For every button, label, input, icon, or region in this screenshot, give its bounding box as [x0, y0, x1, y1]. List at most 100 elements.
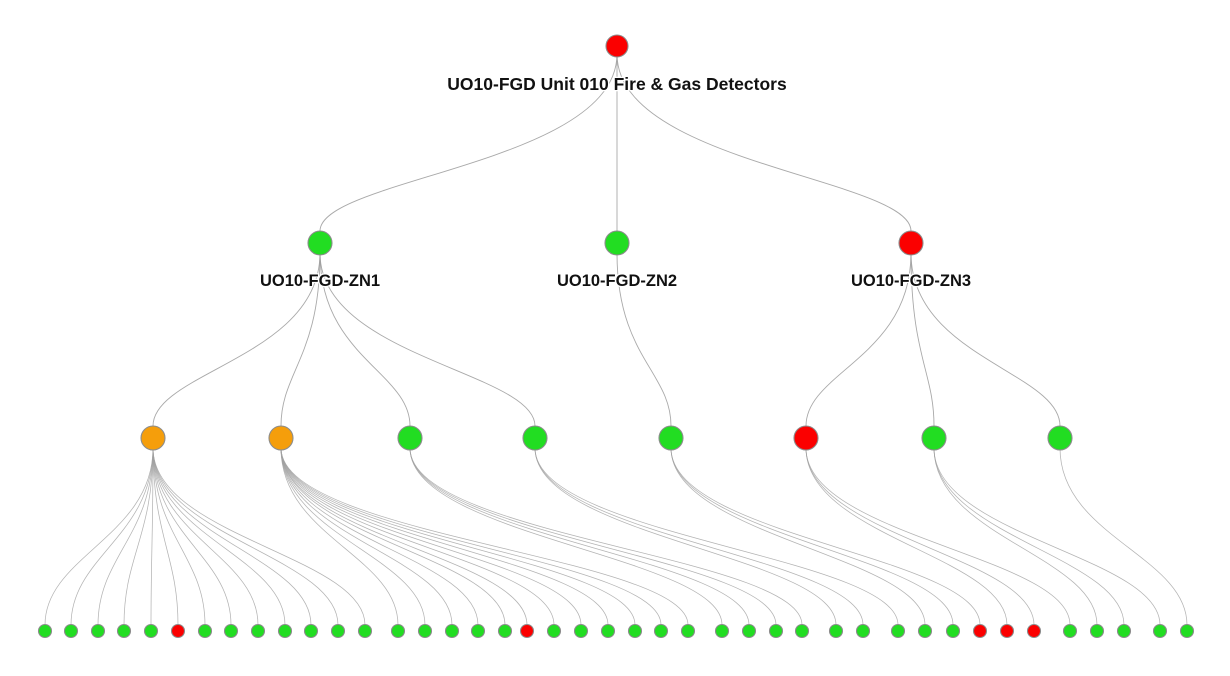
detector-node-29[interactable]: [794, 623, 810, 639]
graph-edge: [319, 252, 536, 427]
graph-edge: [280, 447, 689, 626]
zone-node-label-3: UO10-FGD-ZN3: [851, 272, 971, 290]
graph-edge: [616, 252, 672, 427]
detector-node-3[interactable]: [90, 623, 106, 639]
detector-node-7[interactable]: [197, 623, 213, 639]
graph-edge: [280, 447, 506, 626]
detector-node-26[interactable]: [714, 623, 730, 639]
group-node-5[interactable]: [658, 425, 684, 451]
graph-edge: [280, 447, 479, 626]
nodes-layer[interactable]: [37, 34, 1195, 639]
group-node-8[interactable]: [1047, 425, 1073, 451]
detector-node-23[interactable]: [627, 623, 643, 639]
graph-edge: [152, 447, 206, 626]
graph-edge: [933, 447, 1161, 626]
group-node-2[interactable]: [268, 425, 294, 451]
detector-node-34[interactable]: [945, 623, 961, 639]
graph-edge: [910, 252, 1061, 427]
edges-layer: [44, 53, 1188, 626]
graph-edge: [123, 447, 154, 626]
root-node-uo10-fgd[interactable]: [605, 34, 629, 58]
detector-node-5[interactable]: [143, 623, 159, 639]
detector-node-30[interactable]: [828, 623, 844, 639]
graph-edge: [280, 447, 582, 626]
detector-node-19[interactable]: [519, 623, 535, 639]
graph-edge: [534, 447, 837, 626]
detector-node-27[interactable]: [741, 623, 757, 639]
detector-node-31[interactable]: [855, 623, 871, 639]
graph-edge: [70, 447, 154, 626]
detector-node-16[interactable]: [444, 623, 460, 639]
detector-node-32[interactable]: [890, 623, 906, 639]
detector-node-13[interactable]: [357, 623, 373, 639]
graph-edge: [805, 447, 1035, 626]
graph-edge: [280, 447, 555, 626]
zone-node-label-2: UO10-FGD-ZN2: [557, 272, 677, 290]
graph-edge: [534, 447, 899, 626]
graph-edge: [280, 252, 321, 427]
group-node-1[interactable]: [140, 425, 166, 451]
graph-edge: [280, 447, 426, 626]
detector-node-4[interactable]: [116, 623, 132, 639]
graph-edge: [670, 447, 981, 626]
detector-node-28[interactable]: [768, 623, 784, 639]
zone-node-1[interactable]: [307, 230, 333, 256]
detector-node-35[interactable]: [972, 623, 988, 639]
graph-edge: [805, 447, 1071, 626]
detector-node-2[interactable]: [63, 623, 79, 639]
graph-edge: [152, 447, 259, 626]
labels-layer: UO10-FGD Unit 010 Fire & Gas DetectorsUO…: [259, 73, 972, 291]
detector-node-42[interactable]: [1179, 623, 1195, 639]
detector-node-22[interactable]: [600, 623, 616, 639]
graph-edge: [152, 447, 286, 626]
graph-edge: [280, 447, 453, 626]
graph-edge: [97, 447, 154, 626]
graph-edge: [152, 447, 232, 626]
graph-edge: [1059, 447, 1188, 626]
detector-node-40[interactable]: [1116, 623, 1132, 639]
detector-node-33[interactable]: [917, 623, 933, 639]
detector-node-14[interactable]: [390, 623, 406, 639]
detector-node-17[interactable]: [470, 623, 486, 639]
graph-edge: [933, 447, 1125, 626]
group-node-4[interactable]: [522, 425, 548, 451]
detector-node-37[interactable]: [1026, 623, 1042, 639]
detector-node-11[interactable]: [303, 623, 319, 639]
graph-edge: [280, 447, 662, 626]
group-node-7[interactable]: [921, 425, 947, 451]
detector-node-36[interactable]: [999, 623, 1015, 639]
detector-node-10[interactable]: [277, 623, 293, 639]
detector-node-21[interactable]: [573, 623, 589, 639]
root-node-label: UO10-FGD Unit 010 Fire & Gas Detectors: [447, 74, 787, 94]
graph-edge: [280, 447, 399, 626]
detector-node-25[interactable]: [680, 623, 696, 639]
detector-node-39[interactable]: [1089, 623, 1105, 639]
group-node-6[interactable]: [793, 425, 819, 451]
detector-node-38[interactable]: [1062, 623, 1078, 639]
group-node-3[interactable]: [397, 425, 423, 451]
detector-node-6[interactable]: [170, 623, 186, 639]
graph-edge: [933, 447, 1098, 626]
graph-edge: [152, 447, 179, 626]
zone-node-3[interactable]: [898, 230, 924, 256]
graph-edge: [280, 447, 636, 626]
graph-edge: [409, 447, 777, 626]
graph-edge: [805, 252, 912, 427]
detector-node-15[interactable]: [417, 623, 433, 639]
graph-edge: [670, 447, 954, 626]
detector-node-1[interactable]: [37, 623, 53, 639]
graph-edge: [150, 447, 154, 626]
detector-node-24[interactable]: [653, 623, 669, 639]
graph-edge: [152, 447, 339, 626]
graph-edge: [319, 53, 618, 232]
detector-node-41[interactable]: [1152, 623, 1168, 639]
detector-node-20[interactable]: [546, 623, 562, 639]
detector-node-9[interactable]: [250, 623, 266, 639]
detector-node-18[interactable]: [497, 623, 513, 639]
detector-node-8[interactable]: [223, 623, 239, 639]
graph-edge: [805, 447, 1008, 626]
graph-edge: [280, 447, 609, 626]
zone-node-2[interactable]: [604, 230, 630, 256]
detector-node-12[interactable]: [330, 623, 346, 639]
